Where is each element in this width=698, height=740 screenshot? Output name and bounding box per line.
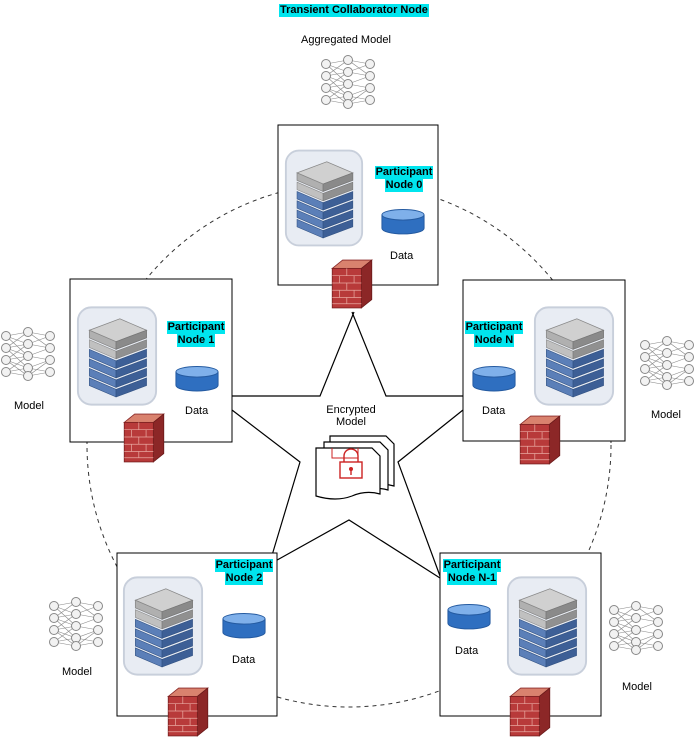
aggregated-model-icon: [321, 55, 375, 109]
node-1-data-label: Data: [185, 405, 209, 417]
firewall-icon: [123, 413, 165, 463]
server-icon: [284, 149, 364, 247]
link-node0-nodeN: [351, 311, 463, 397]
node-2-data-label: Data: [232, 654, 256, 666]
node-0-data-label: Data: [390, 250, 414, 262]
node-n-1-data-label: Data: [455, 645, 479, 657]
neural-network-icon: [609, 601, 663, 655]
diagram-title: Transient Collaborator Node: [279, 4, 429, 17]
firewall-icon: [167, 687, 209, 737]
database-icon: [175, 366, 219, 392]
encrypted-model-icon: [315, 435, 395, 500]
neural-network-icon: [1, 327, 55, 381]
link-nodeN1-nodeN: [397, 409, 464, 577]
firewall-icon: [331, 259, 373, 309]
aggregated-model-label: Aggregated Model: [301, 34, 391, 46]
link-node1-node0: [232, 311, 355, 397]
node-n-1-model-label: Model: [622, 681, 652, 693]
link-node2-nodeN1: [269, 519, 441, 579]
database-icon: [447, 604, 491, 630]
server-icon: [122, 576, 204, 676]
node-1-model-label: Model: [14, 400, 44, 412]
database-icon: [222, 613, 266, 639]
database-icon: [381, 209, 425, 235]
node-n-model-label: Model: [651, 409, 681, 421]
firewall-icon: [519, 415, 561, 465]
node-n-data-label: Data: [482, 405, 506, 417]
neural-network-icon: [640, 336, 694, 390]
server-icon: [76, 306, 158, 406]
link-node1-node2: [231, 409, 301, 563]
server-icon: [533, 306, 615, 406]
firewall-icon: [509, 687, 551, 737]
node-2-model-label: Model: [62, 666, 92, 678]
database-icon: [472, 366, 516, 392]
neural-network-icon: [49, 597, 103, 651]
connection-lines: [231, 311, 464, 579]
encrypted-model-label: Encrypted Model: [326, 404, 376, 428]
server-icon: [506, 576, 588, 676]
